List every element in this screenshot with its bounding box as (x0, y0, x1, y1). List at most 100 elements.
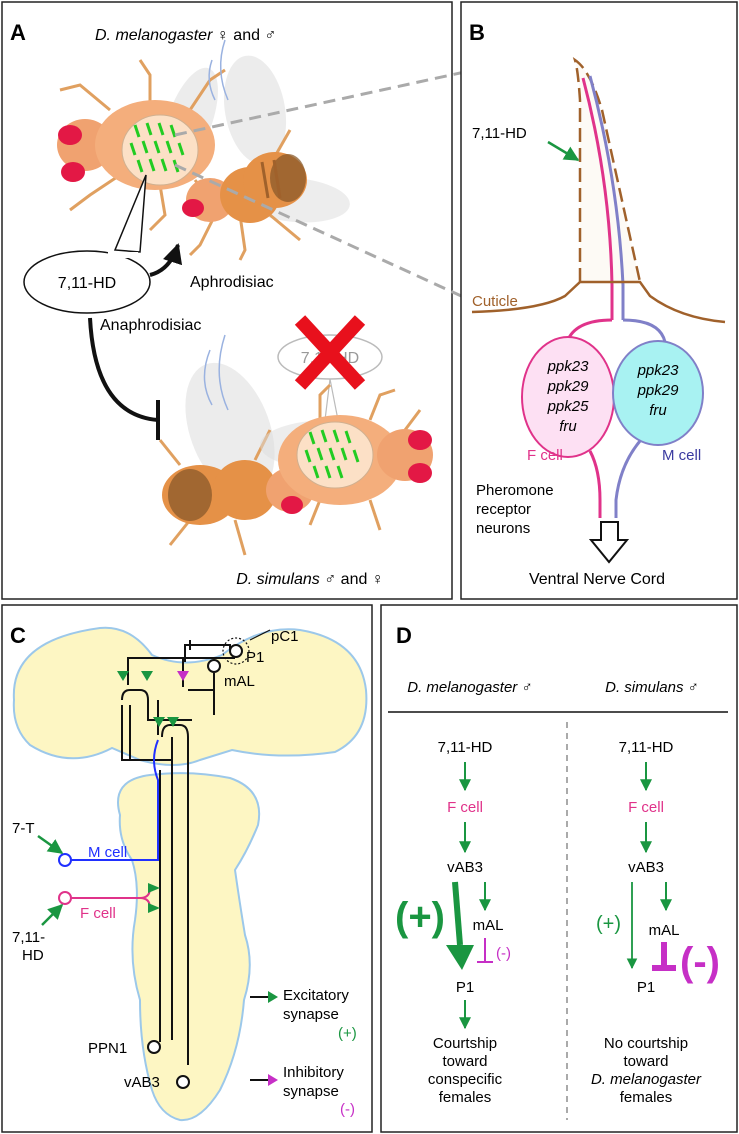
title-species: D. melanogaster (95, 27, 213, 44)
right-mal: mAL (649, 922, 680, 939)
mal-soma (207, 659, 221, 673)
legend-inh-2: synapse (283, 1083, 339, 1100)
seven-t-label: 7-T (12, 820, 35, 837)
mcell-dendrite (588, 75, 625, 320)
left-plus: (+) (395, 895, 445, 939)
anaphrodisiac-inhibit (88, 317, 159, 422)
panel-b-label: B (469, 20, 485, 45)
aphrodisiac-label: Aphrodisiac (190, 274, 274, 291)
fcell-axon (588, 450, 602, 518)
left-bold-arrowhead (446, 945, 474, 970)
seven-t-arrow (37, 834, 64, 855)
left-minus: (-) (496, 945, 511, 962)
bottom-species: D. simulans (236, 571, 320, 588)
panel-a-label: A (10, 20, 26, 45)
cuticle-label: Cuticle (472, 293, 518, 310)
mal-label: mAL (224, 673, 255, 690)
mcell-axon (614, 440, 642, 518)
left-header: D. melanogaster ♂ (407, 679, 532, 696)
fcell-gene-3: ppk25 (547, 398, 590, 415)
aphrodisiac-arrow (149, 243, 183, 277)
legend-exc-2: synapse (283, 1006, 339, 1023)
right-fcell: F cell (628, 799, 664, 816)
legend-exc-marker (268, 991, 278, 1003)
mcell-body (612, 340, 704, 446)
circuit-wires (121, 640, 235, 1065)
panel-a-title: D. melanogaster ♀ and ♂ (95, 27, 276, 44)
title-sexes: ♀ and ♂ (217, 27, 277, 44)
brain-outline (12, 626, 368, 766)
pheromone-bubble-text: 7,11-HD (58, 275, 116, 292)
mcell-label-c: M cell (88, 844, 127, 861)
fcell-gene-4: fru (559, 418, 577, 435)
fcell-dendrite (581, 77, 614, 320)
right-out-4: females (620, 1089, 673, 1106)
right-hd: 7,11-HD (619, 739, 674, 756)
panel-c: C (1, 604, 373, 1133)
left-bold-arrow (452, 881, 463, 946)
right-minus: (-) (680, 940, 720, 984)
ppn1-soma (147, 1040, 161, 1054)
fly-male-top (182, 39, 350, 261)
zoom-line-bottom (174, 163, 471, 302)
bottom-sexes: ♂ and ♀ (324, 571, 384, 588)
mcell-wire (70, 739, 159, 861)
callout-pointer (113, 174, 147, 253)
ppn1-label: PPN1 (88, 1040, 127, 1057)
left-out-3: conspecific (428, 1071, 503, 1088)
legend-exc-sign: (+) (338, 1025, 357, 1042)
right-vab3: vAB3 (628, 859, 664, 876)
panel-b: B Cuticle 7,11-HD ppk23 ppk29 ppk25 fru … (460, 1, 738, 600)
mcell-label: M cell (662, 447, 701, 464)
p1-soma (229, 644, 243, 658)
fcell-gene-2: ppk29 (547, 378, 590, 395)
right-p1: P1 (637, 979, 655, 996)
legend-inh-marker (268, 1074, 278, 1086)
left-vab3: vAB3 (447, 859, 483, 876)
panel-d: D D. melanogaster ♂ D. simulans ♂ 7,11-H… (380, 604, 738, 1133)
hd-arrow (41, 903, 64, 926)
fcell-body (521, 336, 615, 458)
pheromone-arrow (547, 140, 580, 162)
right-sex: ♂ (688, 679, 699, 696)
pheromone-bubble (23, 250, 151, 314)
hd-label-1: 7,11- (12, 929, 45, 946)
right-out-3: D. melanogaster (591, 1071, 702, 1088)
fcell-gene-1: ppk23 (547, 358, 590, 375)
neurons-line-2: receptor (476, 501, 531, 518)
panel-b-pheromone: 7,11-HD (472, 125, 527, 142)
mcell-gene-2: ppk29 (637, 382, 680, 399)
vab3-label-c: vAB3 (124, 1074, 160, 1091)
mcell-gene-3: fru (649, 402, 667, 419)
fly-female-bottom (260, 383, 433, 531)
neurons-line-1: Pheromone (476, 482, 554, 499)
fcell-label-c: F cell (80, 905, 116, 922)
neurons-line-3: neurons (476, 520, 530, 537)
fcell-label: F cell (527, 447, 563, 464)
left-sex: ♂ (521, 679, 532, 696)
left-out-4: females (439, 1089, 492, 1106)
legend-exc-1: Excitatory (283, 987, 349, 1004)
pc1-cluster (222, 637, 250, 665)
legend-inh-1: Inhibitory (283, 1064, 344, 1081)
fcell-soma (58, 891, 72, 905)
right-out-1: No courtship (604, 1035, 688, 1052)
pc1-label: pC1 (271, 628, 299, 645)
hd-label-2: HD (22, 947, 44, 964)
cuticle-line (471, 280, 726, 324)
down-arrow-icon (588, 521, 630, 564)
panel-a-bottom-title: D. simulans ♂ and ♀ (236, 571, 384, 588)
left-out-1: Courtship (433, 1035, 497, 1052)
panel-c-label: C (10, 623, 26, 648)
left-fcell: F cell (447, 799, 483, 816)
red-x-icon (294, 315, 366, 390)
right-header: D. simulans ♂ (605, 679, 699, 696)
left-hd: 7,11-HD (438, 739, 493, 756)
mcell-gene-1: ppk23 (637, 362, 680, 379)
panel-d-label: D (396, 623, 412, 648)
left-mal: mAL (473, 917, 504, 934)
panel-a: A D. melanogaster ♀ and ♂ (1, 1, 576, 600)
legend-inh-sign: (-) (340, 1101, 355, 1118)
right-plus: (+) (596, 913, 621, 935)
